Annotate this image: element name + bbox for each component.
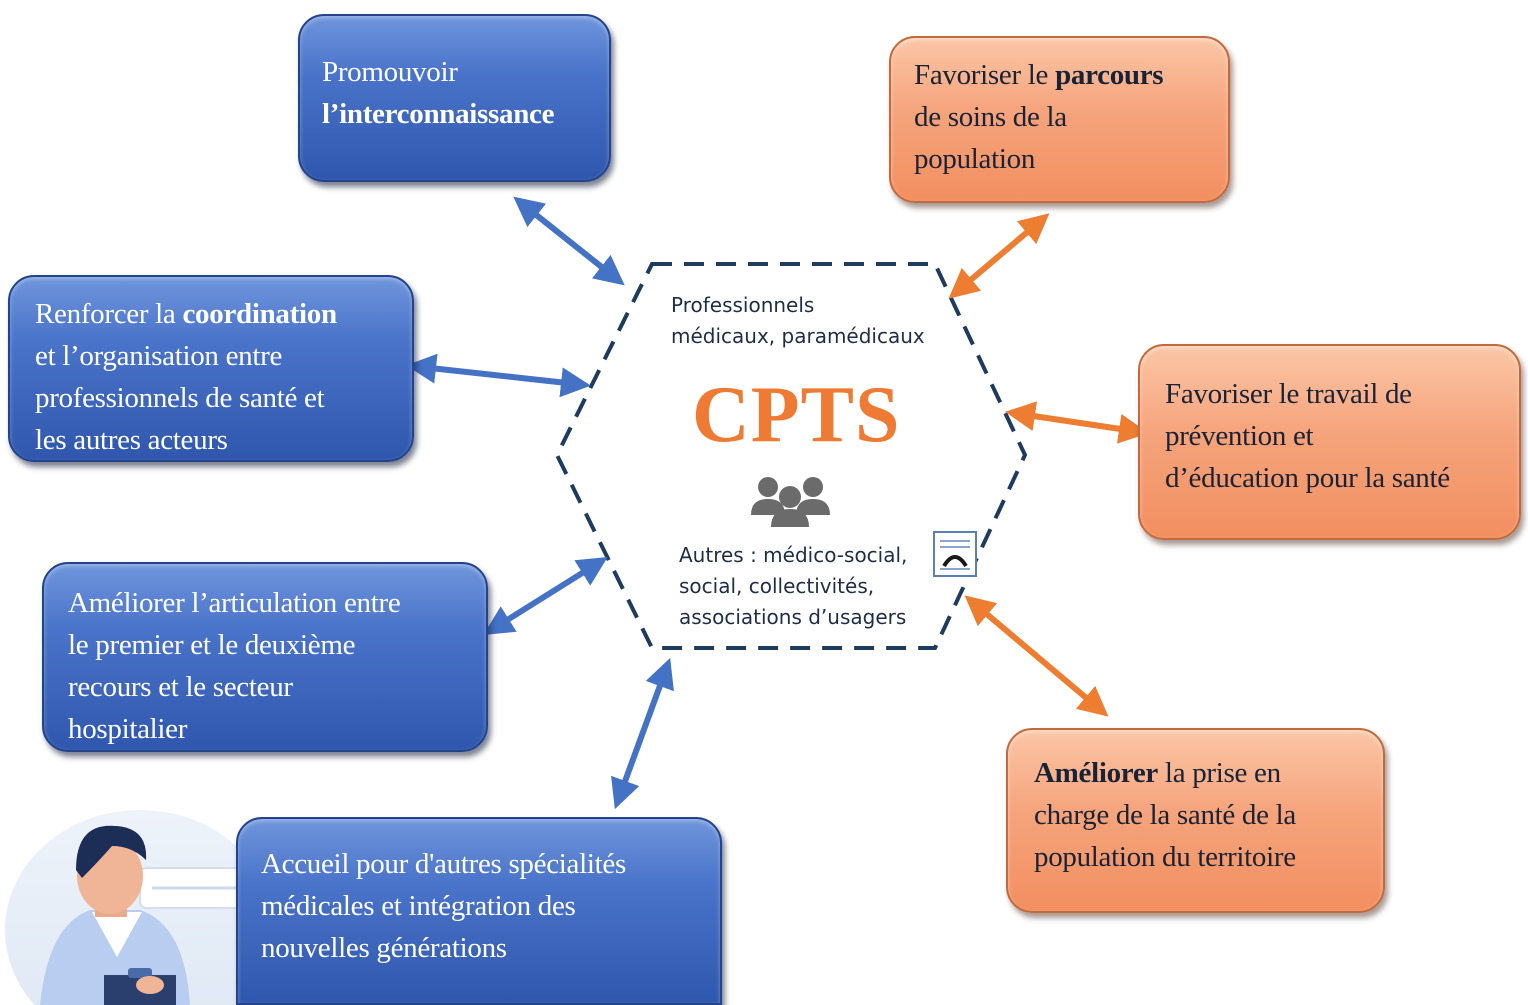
box-line: la prise en bbox=[1157, 757, 1281, 789]
box-line: hospitalier bbox=[68, 713, 188, 745]
box-line: charge de la santé de la bbox=[1034, 799, 1296, 831]
box-ameliorer-articulation: Améliorer l’articulation entre le premie… bbox=[42, 562, 488, 752]
arrow-coordination bbox=[406, 353, 591, 398]
box-keyword: l’interconnaissance bbox=[322, 98, 555, 130]
box-line: d’éducation pour la santé bbox=[1165, 462, 1450, 494]
arrow-parcours bbox=[948, 213, 1050, 299]
people-group-icon bbox=[751, 477, 830, 527]
box-line: population du territoire bbox=[1034, 841, 1296, 873]
box-line: Favoriser le bbox=[914, 59, 1056, 91]
box-promouvoir-interconnaissance: Promouvoir l’interconnaissance bbox=[298, 14, 611, 182]
box-keyword: coordination bbox=[182, 298, 337, 330]
box-renforcer-coordination: Renforcer la coordination et l’organisat… bbox=[8, 275, 414, 462]
box-line: le premier et le deuxième bbox=[68, 629, 356, 661]
box-line: nouvelles générations bbox=[261, 932, 507, 964]
box-line: population bbox=[914, 143, 1036, 175]
arrow-interconnaissance bbox=[513, 196, 625, 286]
box-line: Promouvoir bbox=[322, 56, 458, 88]
box-keyword: Améliorer bbox=[1034, 757, 1158, 789]
box-line: et l’organisation entre bbox=[35, 340, 283, 372]
box-line: Accueil pour d'autres spécialités bbox=[261, 848, 626, 880]
arrow-prevention bbox=[1005, 401, 1149, 444]
box-line: professionnels de santé et bbox=[35, 382, 325, 414]
box-accueil-specialites: Accueil pour d'autres spécialités médica… bbox=[236, 817, 722, 1005]
box-favoriser-parcours: Favoriser le parcours de soins de la pop… bbox=[889, 36, 1230, 203]
box-line: les autres acteurs bbox=[35, 424, 228, 456]
arrow-accueil bbox=[611, 657, 674, 810]
center-others-text: Autres : médico-social, social, collecti… bbox=[679, 543, 908, 629]
center-hexagon bbox=[554, 262, 1028, 650]
center-professionals-text: Professionnels médicaux, paramédicaux bbox=[671, 293, 925, 348]
person-with-clipboard-illustration bbox=[5, 810, 275, 1005]
center-title: CPTS bbox=[692, 371, 901, 459]
box-favoriser-prevention: Favoriser le travail de prévention et d’… bbox=[1138, 344, 1521, 540]
box-line: Favoriser le travail de bbox=[1165, 378, 1412, 410]
embedded-document-icon bbox=[933, 531, 977, 577]
box-line: recours et le secteur bbox=[68, 671, 293, 703]
box-line: de soins de la bbox=[914, 101, 1067, 133]
box-ameliorer-prise-en-charge: Améliorer la prise en charge de la santé… bbox=[1006, 728, 1385, 913]
box-line: prévention et bbox=[1165, 420, 1314, 452]
box-line: Renforcer la bbox=[35, 298, 183, 330]
box-line: médicales et intégration des bbox=[261, 890, 576, 922]
arrow-articulation bbox=[483, 557, 608, 635]
box-line: Améliorer l’articulation entre bbox=[68, 587, 401, 619]
arrow-prise-en-charge bbox=[964, 595, 1109, 717]
box-keyword: parcours bbox=[1055, 59, 1164, 91]
